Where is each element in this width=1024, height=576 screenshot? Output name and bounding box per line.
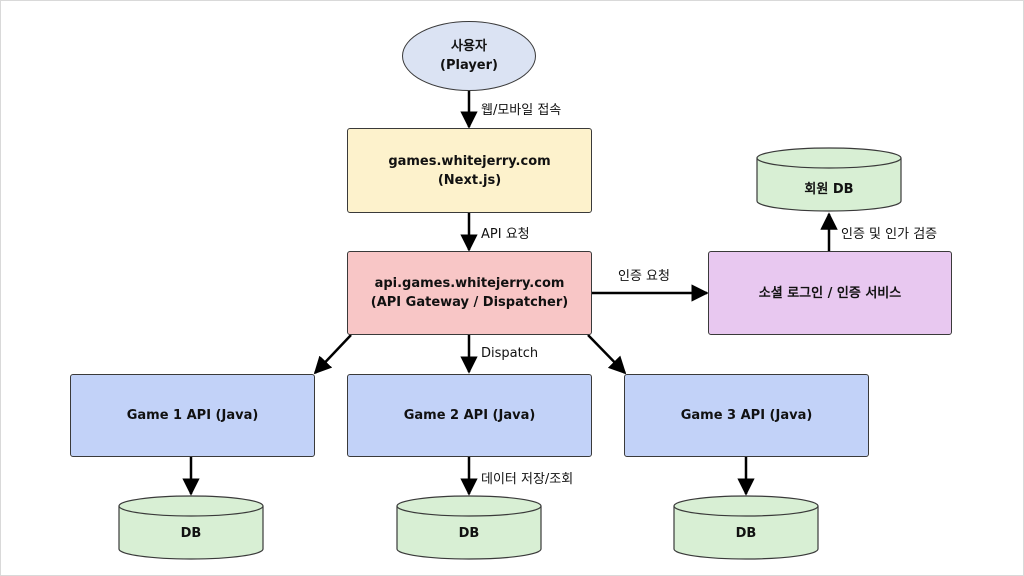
game1-db-label: DB (180, 526, 202, 541)
game3-api-label: Game 3 API (Java) (680, 408, 813, 423)
game1-api-node: Game 1 API (Java) (70, 374, 315, 457)
edge-label-dispatch: Dispatch (481, 346, 539, 361)
frontend-node-title: games.whitejerry.com (388, 153, 551, 169)
frontend-node-subtitle: (Next.js) (437, 172, 502, 188)
arrow-gateway-to-game1 (313, 334, 352, 375)
member-db-node: 회원 DB (756, 147, 902, 213)
arrow-gateway-to-game3 (587, 334, 627, 375)
member-db-cylinder-icon (756, 147, 902, 212)
game1-api-label: Game 1 API (Java) (126, 408, 259, 423)
game2-api-label: Game 2 API (Java) (403, 408, 536, 423)
edge-label-user-access: 웹/모바일 접속 (481, 103, 562, 118)
member-db-label: 회원 DB (804, 182, 854, 197)
auth-service-node: 소셜 로그인 / 인증 서비스 (708, 251, 952, 335)
game2-db-cylinder-icon (396, 495, 542, 560)
edge-label-auth-request: 인증 요청 (618, 269, 670, 284)
edge-label-api-request: API 요청 (481, 227, 530, 242)
game2-db-node: DB (396, 495, 542, 561)
game3-db-label: DB (735, 526, 757, 541)
game3-db-cylinder-icon (673, 495, 819, 560)
auth-service-label: 소셜 로그인 / 인증 서비스 (758, 285, 902, 301)
frontend-node: games.whitejerry.com (Next.js) (347, 128, 592, 213)
game1-db-node: DB (118, 495, 264, 561)
edge-label-data-store: 데이터 저장/조회 (481, 472, 574, 487)
game2-api-node: Game 2 API (Java) (347, 374, 592, 457)
user-node-subtitle: (Player) (440, 58, 498, 73)
game3-db-node: DB (673, 495, 819, 561)
user-node-title: 사용자 (451, 39, 487, 54)
user-node: 사용자 (Player) (402, 21, 536, 91)
edge-label-auth-verify: 인증 및 인가 검증 (841, 227, 938, 242)
game3-api-node: Game 3 API (Java) (624, 374, 869, 457)
game1-db-cylinder-icon (118, 495, 264, 560)
game2-db-label: DB (458, 526, 480, 541)
gateway-node-subtitle: (API Gateway / Dispatcher) (370, 295, 569, 310)
gateway-node-title: api.games.whitejerry.com (374, 276, 565, 291)
gateway-node: api.games.whitejerry.com (API Gateway / … (347, 251, 592, 335)
